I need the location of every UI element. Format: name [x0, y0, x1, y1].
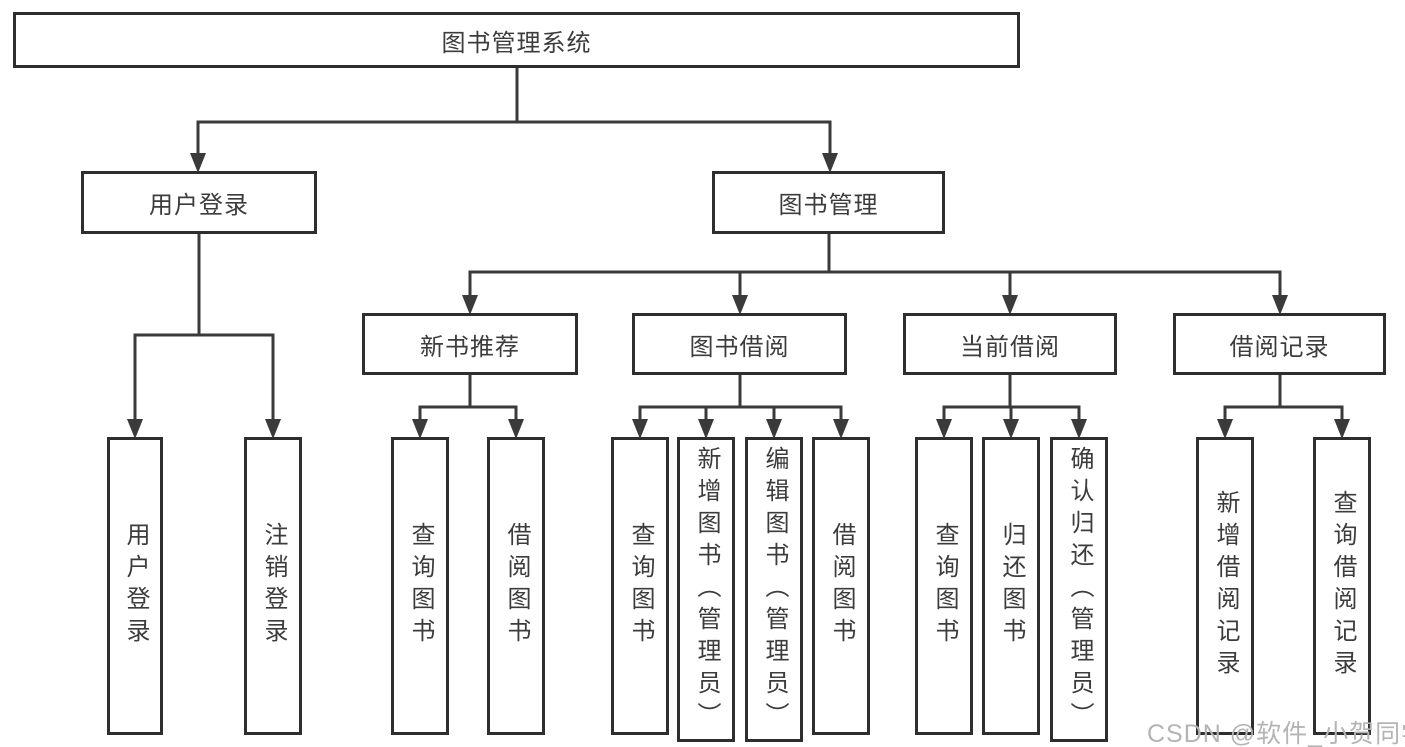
leaf-add-book-admin-label: 新增图书（管理员） [693, 445, 720, 734]
node-book-borrow: 图书借阅 [632, 313, 847, 375]
leaf-borrow-books-recommend: 借阅图书 [487, 437, 545, 735]
leaf-add-borrow-record-label: 新增借阅记录 [1212, 490, 1239, 682]
node-root-label: 图书管理系统 [441, 29, 592, 57]
node-user-login: 用户登录 [81, 171, 317, 234]
leaf-add-book-admin: 新增图书（管理员） [677, 437, 735, 742]
node-new-book-recommend-label: 新书推荐 [420, 333, 520, 361]
leaf-return-book-label: 归还图书 [998, 522, 1025, 650]
leaf-borrow-books-recommend-label: 借阅图书 [503, 522, 530, 650]
node-book-management: 图书管理 [712, 171, 945, 234]
node-new-book-recommend: 新书推荐 [362, 313, 578, 375]
leaf-confirm-return-admin: 确认归还（管理员） [1050, 437, 1108, 742]
leaf-query-books-current-label: 查询图书 [931, 522, 958, 650]
node-borrow-records-label: 借阅记录 [1229, 333, 1330, 361]
leaf-query-books-borrow-label: 查询图书 [627, 522, 654, 650]
leaf-user-login: 用户登录 [107, 437, 163, 735]
node-current-borrow: 当前借阅 [903, 313, 1117, 375]
leaf-query-books-recommend: 查询图书 [391, 437, 449, 735]
leaf-borrow-books-label: 借阅图书 [828, 522, 855, 650]
node-user-login-label: 用户登录 [149, 192, 249, 219]
leaf-logout-label: 注销登录 [260, 522, 287, 650]
leaf-query-books-current: 查询图书 [915, 437, 973, 735]
leaf-return-book: 归还图书 [982, 437, 1040, 735]
leaf-query-books-recommend-label: 查询图书 [407, 522, 434, 650]
leaf-query-books-borrow: 查询图书 [611, 437, 669, 735]
node-book-borrow-label: 图书借阅 [689, 333, 790, 361]
leaf-query-borrow-record: 查询借阅记录 [1313, 437, 1371, 735]
node-root-system: 图书管理系统 [13, 12, 1020, 68]
leaf-logout: 注销登录 [244, 437, 302, 735]
leaf-user-login-label: 用户登录 [122, 522, 149, 650]
csdn-watermark: CSDN @软件_小贺同学 [1147, 720, 1405, 747]
leaf-query-borrow-record-label: 查询借阅记录 [1329, 490, 1356, 682]
leaf-borrow-books: 借阅图书 [812, 437, 870, 735]
node-book-management-label: 图书管理 [778, 192, 879, 219]
leaf-edit-book-admin-label: 编辑图书（管理员） [761, 445, 788, 734]
node-current-borrow-label: 当前借阅 [960, 333, 1060, 361]
node-borrow-records: 借阅记录 [1173, 313, 1386, 375]
leaf-confirm-return-admin-label: 确认归还（管理员） [1066, 445, 1093, 734]
leaf-add-borrow-record: 新增借阅记录 [1196, 437, 1254, 735]
leaf-edit-book-admin: 编辑图书（管理员） [745, 437, 803, 742]
